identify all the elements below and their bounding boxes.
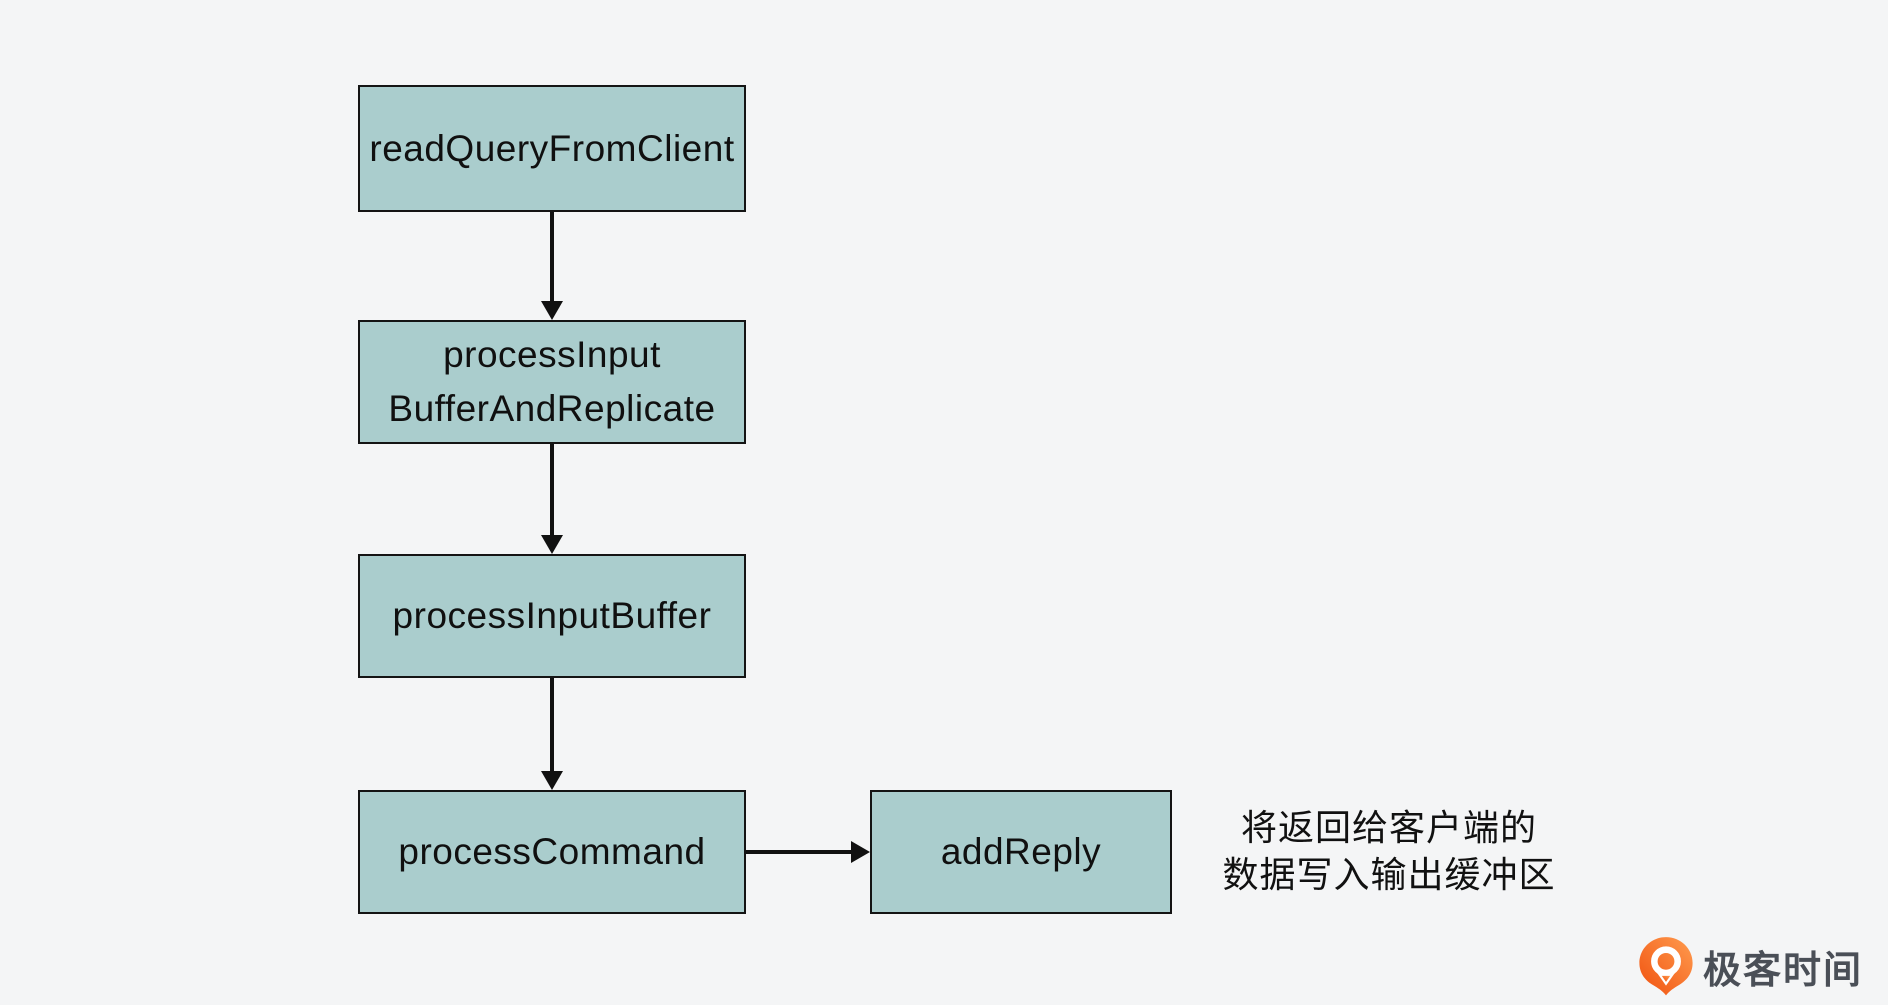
edge-2-stem — [550, 444, 554, 538]
edge-1-stem — [550, 212, 554, 304]
geektime-pin-icon — [1639, 937, 1693, 996]
output-buffer-annotation: 将返回给客户端的 数据写入输出缓冲区 — [1222, 807, 1556, 895]
node-add-reply: addReply — [870, 790, 1172, 914]
node-read-query-from-client: readQueryFromClient — [358, 85, 746, 212]
edge-3-arrowhead-down-icon — [541, 771, 563, 790]
geektime-logo: 极客时间 — [1638, 936, 1863, 997]
node-process-input-buffer-and-replicate: processInput BufferAndReplicate — [358, 320, 746, 444]
edge-4-arrowhead-right-icon — [851, 841, 870, 863]
edge-2-arrowhead-down-icon — [541, 535, 563, 554]
geektime-logo-text: 极客时间 — [1703, 950, 1864, 992]
edge-4-stem — [746, 850, 852, 854]
edge-1-arrowhead-down-icon — [541, 301, 563, 320]
node-process-input-buffer: processInputBuffer — [358, 554, 746, 678]
node-process-command: processCommand — [358, 790, 746, 914]
edge-3-stem — [550, 678, 554, 773]
